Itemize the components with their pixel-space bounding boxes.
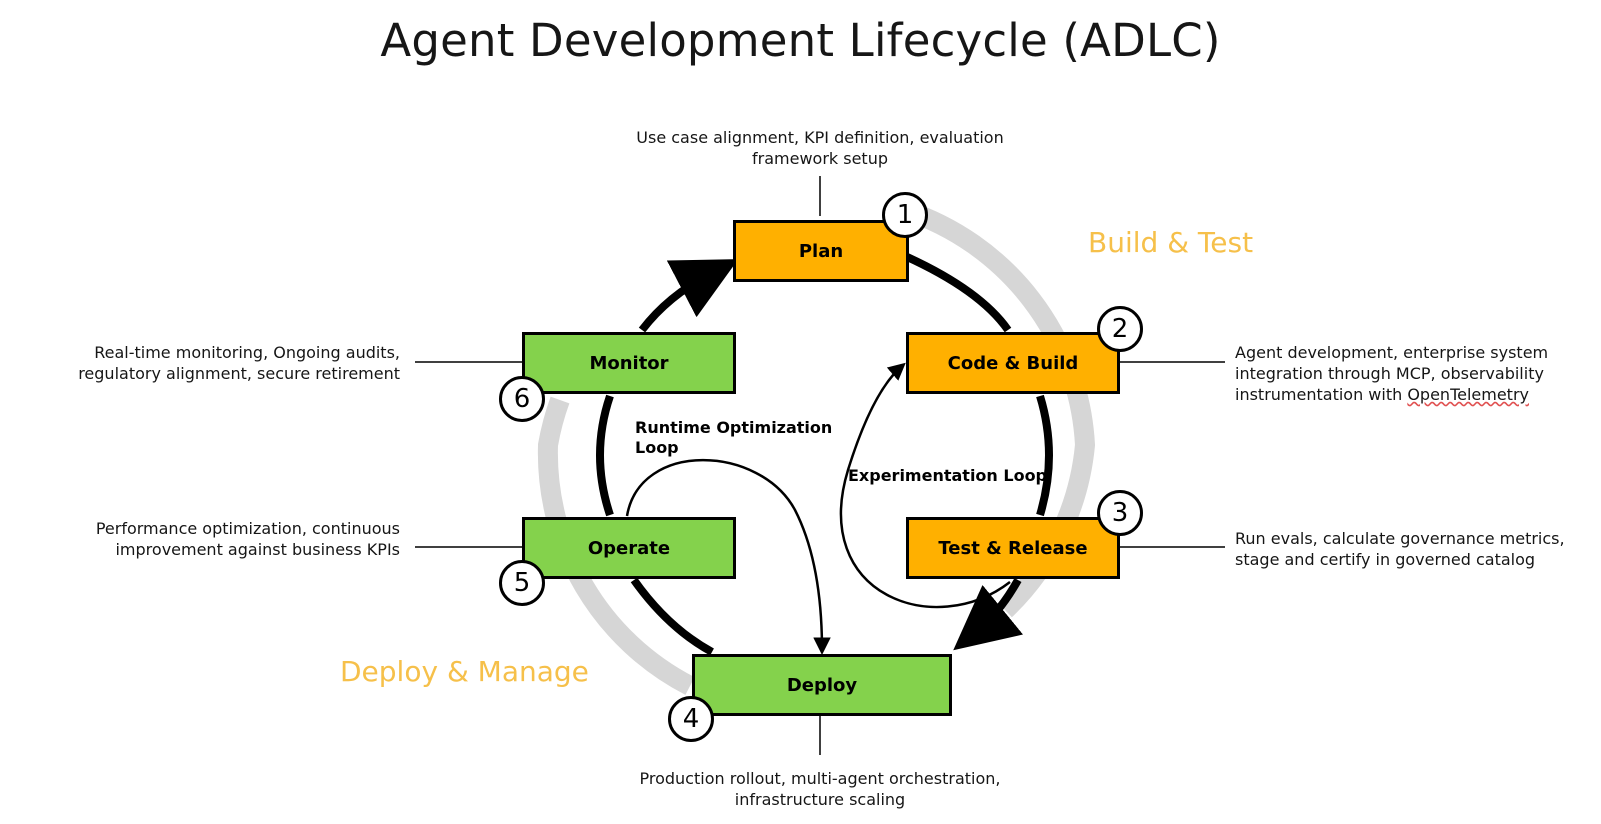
plan-description: Use case alignment, KPI definition, eval…	[636, 128, 1004, 168]
stage-monitor-label: Monitor	[589, 352, 669, 374]
test-release-description: Run evals, calculate governance metrics,…	[1235, 529, 1565, 569]
cycle-arc-code-to-test	[1036, 394, 1053, 517]
stage-number-5: 5	[499, 560, 545, 606]
stage-number-2: 2	[1097, 306, 1143, 352]
stage-plan-label: Plan	[798, 240, 844, 262]
experimentation-loop-arrow	[839, 362, 1011, 609]
stage-operate-label: Operate	[587, 537, 671, 559]
runtime-loop-arrow	[625, 459, 831, 655]
cycle-arc-test-to-deploy	[953, 578, 1024, 651]
stage-number-1: 1	[882, 192, 928, 238]
stage-operate-box: Operate	[522, 517, 736, 579]
phase-build-test-label: Build & Test	[1088, 226, 1254, 259]
phase-deploy-manage-label: Deploy & Manage	[340, 655, 589, 688]
stage-test-release-label: Test & Release	[938, 537, 1088, 559]
operate-description: Performance optimization, continuous imp…	[95, 519, 400, 559]
deploy-description: Production rollout, multi-agent orchestr…	[639, 769, 1001, 809]
runtime-optimization-loop-label: Runtime Optimization Loop	[635, 418, 833, 457]
cycle-arc-operate-to-monitor	[596, 394, 614, 517]
stage-code-build-box: Code & Build	[906, 332, 1120, 394]
stage-number-3: 3	[1097, 490, 1143, 536]
cycle-arc-deploy-to-operate	[630, 577, 714, 656]
stage-number-6: 6	[499, 376, 545, 422]
stage-deploy-box: Deploy	[692, 654, 952, 716]
cycle-arc-plan-to-code	[903, 252, 1012, 333]
monitor-description: Real-time monitoring, Ongoing audits, re…	[78, 343, 400, 383]
stage-code-build-label: Code & Build	[947, 352, 1079, 374]
experimentation-loop-label: Experimentation Loop	[848, 466, 1048, 485]
stage-test-release-box: Test & Release	[906, 517, 1120, 579]
stage-plan-box: Plan	[733, 220, 909, 282]
stage-number-4: 4	[668, 696, 714, 742]
stage-monitor-box: Monitor	[522, 332, 736, 394]
stage-deploy-label: Deploy	[786, 674, 858, 696]
cycle-arc-monitor-to-plan	[638, 259, 739, 333]
page-title: Agent Development Lifecycle (ADLC)	[380, 14, 1221, 67]
code-build-description: Agent development, enterprise system int…	[1235, 343, 1549, 404]
